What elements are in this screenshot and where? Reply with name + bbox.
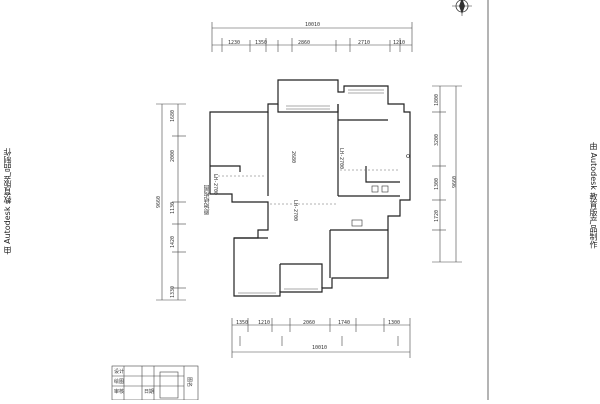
title-block-row-3: 审核 xyxy=(114,388,124,395)
dim-right-seg-4: 1720 xyxy=(434,210,440,222)
dim-bottom-total: 10010 xyxy=(312,345,327,351)
floor-plan-walls xyxy=(209,79,411,297)
title-block-label: 图名 xyxy=(186,377,193,387)
dim-left-seg-1: 1680 xyxy=(170,110,176,122)
title-block-row-2: 绘图 xyxy=(114,378,124,385)
dim-right-seg-3: 1300 xyxy=(434,178,440,190)
corridor-height-label: 2680 xyxy=(290,151,296,163)
dim-top-seg-3: 2860 xyxy=(298,40,310,46)
title-block-row-4: 日期 xyxy=(144,389,154,395)
dim-left-total: 9660 xyxy=(156,196,162,208)
dim-left-seg-2: 2000 xyxy=(170,150,176,162)
dim-top-total: 10010 xyxy=(305,22,320,28)
compass-icon xyxy=(452,0,472,16)
dim-right-seg-1: 1800 xyxy=(434,94,440,106)
title-block xyxy=(111,365,199,401)
dim-bottom-seg-3: 2060 xyxy=(303,320,315,326)
dim-left-seg-5: 1330 xyxy=(170,286,176,298)
watermark-left: 由 Autodesk 教育版产品制作 xyxy=(3,148,12,255)
left-dimension-chain xyxy=(156,103,186,301)
dim-left-seg-3: 1130 xyxy=(170,202,176,214)
living-height-label: LH-2700 xyxy=(292,200,298,221)
bedroom-height-label: LH-2700 xyxy=(212,174,218,195)
dim-bottom-seg-1: 1350 xyxy=(236,320,248,326)
dining-height-label: LH-2700 xyxy=(338,148,344,169)
bottom-dimension-chain xyxy=(231,318,411,358)
dim-right-seg-2: 3200 xyxy=(434,134,440,146)
dim-bottom-seg-4: 1740 xyxy=(338,320,350,326)
dim-bottom-seg-5: 1300 xyxy=(388,320,400,326)
watermark-right: 由 Autodesk 教育版产品制作 xyxy=(589,142,598,249)
window-marks xyxy=(238,89,384,294)
plan-caption: 原始结构图 xyxy=(204,185,211,215)
dim-top-seg-5: 1210 xyxy=(393,40,405,46)
title-block-row-1: 设计 xyxy=(114,368,124,375)
top-dimension-chain xyxy=(211,22,413,52)
dim-top-seg-2: 1350 xyxy=(255,40,267,46)
right-dimension-chain xyxy=(432,85,462,263)
dim-top-seg-4: 2710 xyxy=(358,40,370,46)
dim-top-seg-1: 1230 xyxy=(228,40,240,46)
dim-left-seg-4: 1420 xyxy=(170,236,176,248)
fixture-marks xyxy=(351,154,410,227)
beam-lines xyxy=(214,169,398,205)
dim-bottom-seg-2: 1210 xyxy=(258,320,270,326)
dim-right-total: 9660 xyxy=(452,176,458,188)
